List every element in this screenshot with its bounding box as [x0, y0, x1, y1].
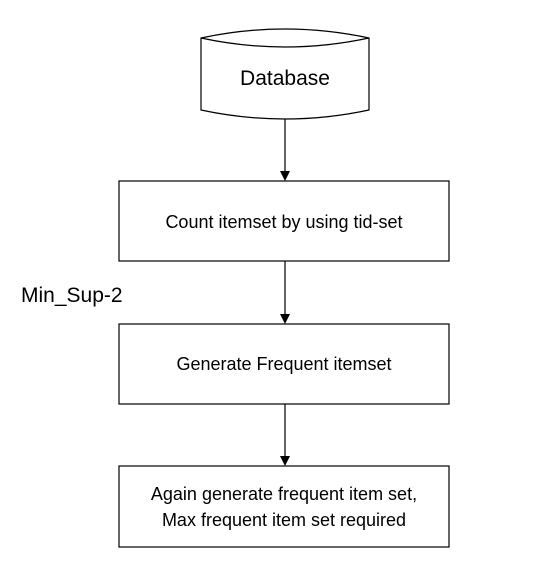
- min-sup-label: Min_Sup-2: [21, 284, 123, 307]
- count-itemset-label: Count itemset by using tid-set: [165, 212, 402, 232]
- database-label: Database: [240, 67, 330, 90]
- generate-frequent-box: [118, 323, 450, 405]
- max-frequent-node: Again generate frequent item set, Max fr…: [118, 465, 450, 548]
- database-shape: [200, 28, 370, 120]
- database-node: Database: [200, 28, 370, 120]
- count-itemset-node: Count itemset by using tid-set: [118, 180, 450, 262]
- generate-frequent-label: Generate Frequent itemset: [176, 354, 391, 374]
- database-rim: [200, 37, 370, 48]
- generate-frequent-node: Generate Frequent itemset: [118, 323, 450, 405]
- count-itemset-box: [118, 180, 450, 262]
- max-frequent-box: [118, 465, 450, 548]
- max-frequent-label-line2: Max frequent item set required: [162, 510, 406, 530]
- max-frequent-label-line1: Again generate frequent item set,: [151, 484, 417, 504]
